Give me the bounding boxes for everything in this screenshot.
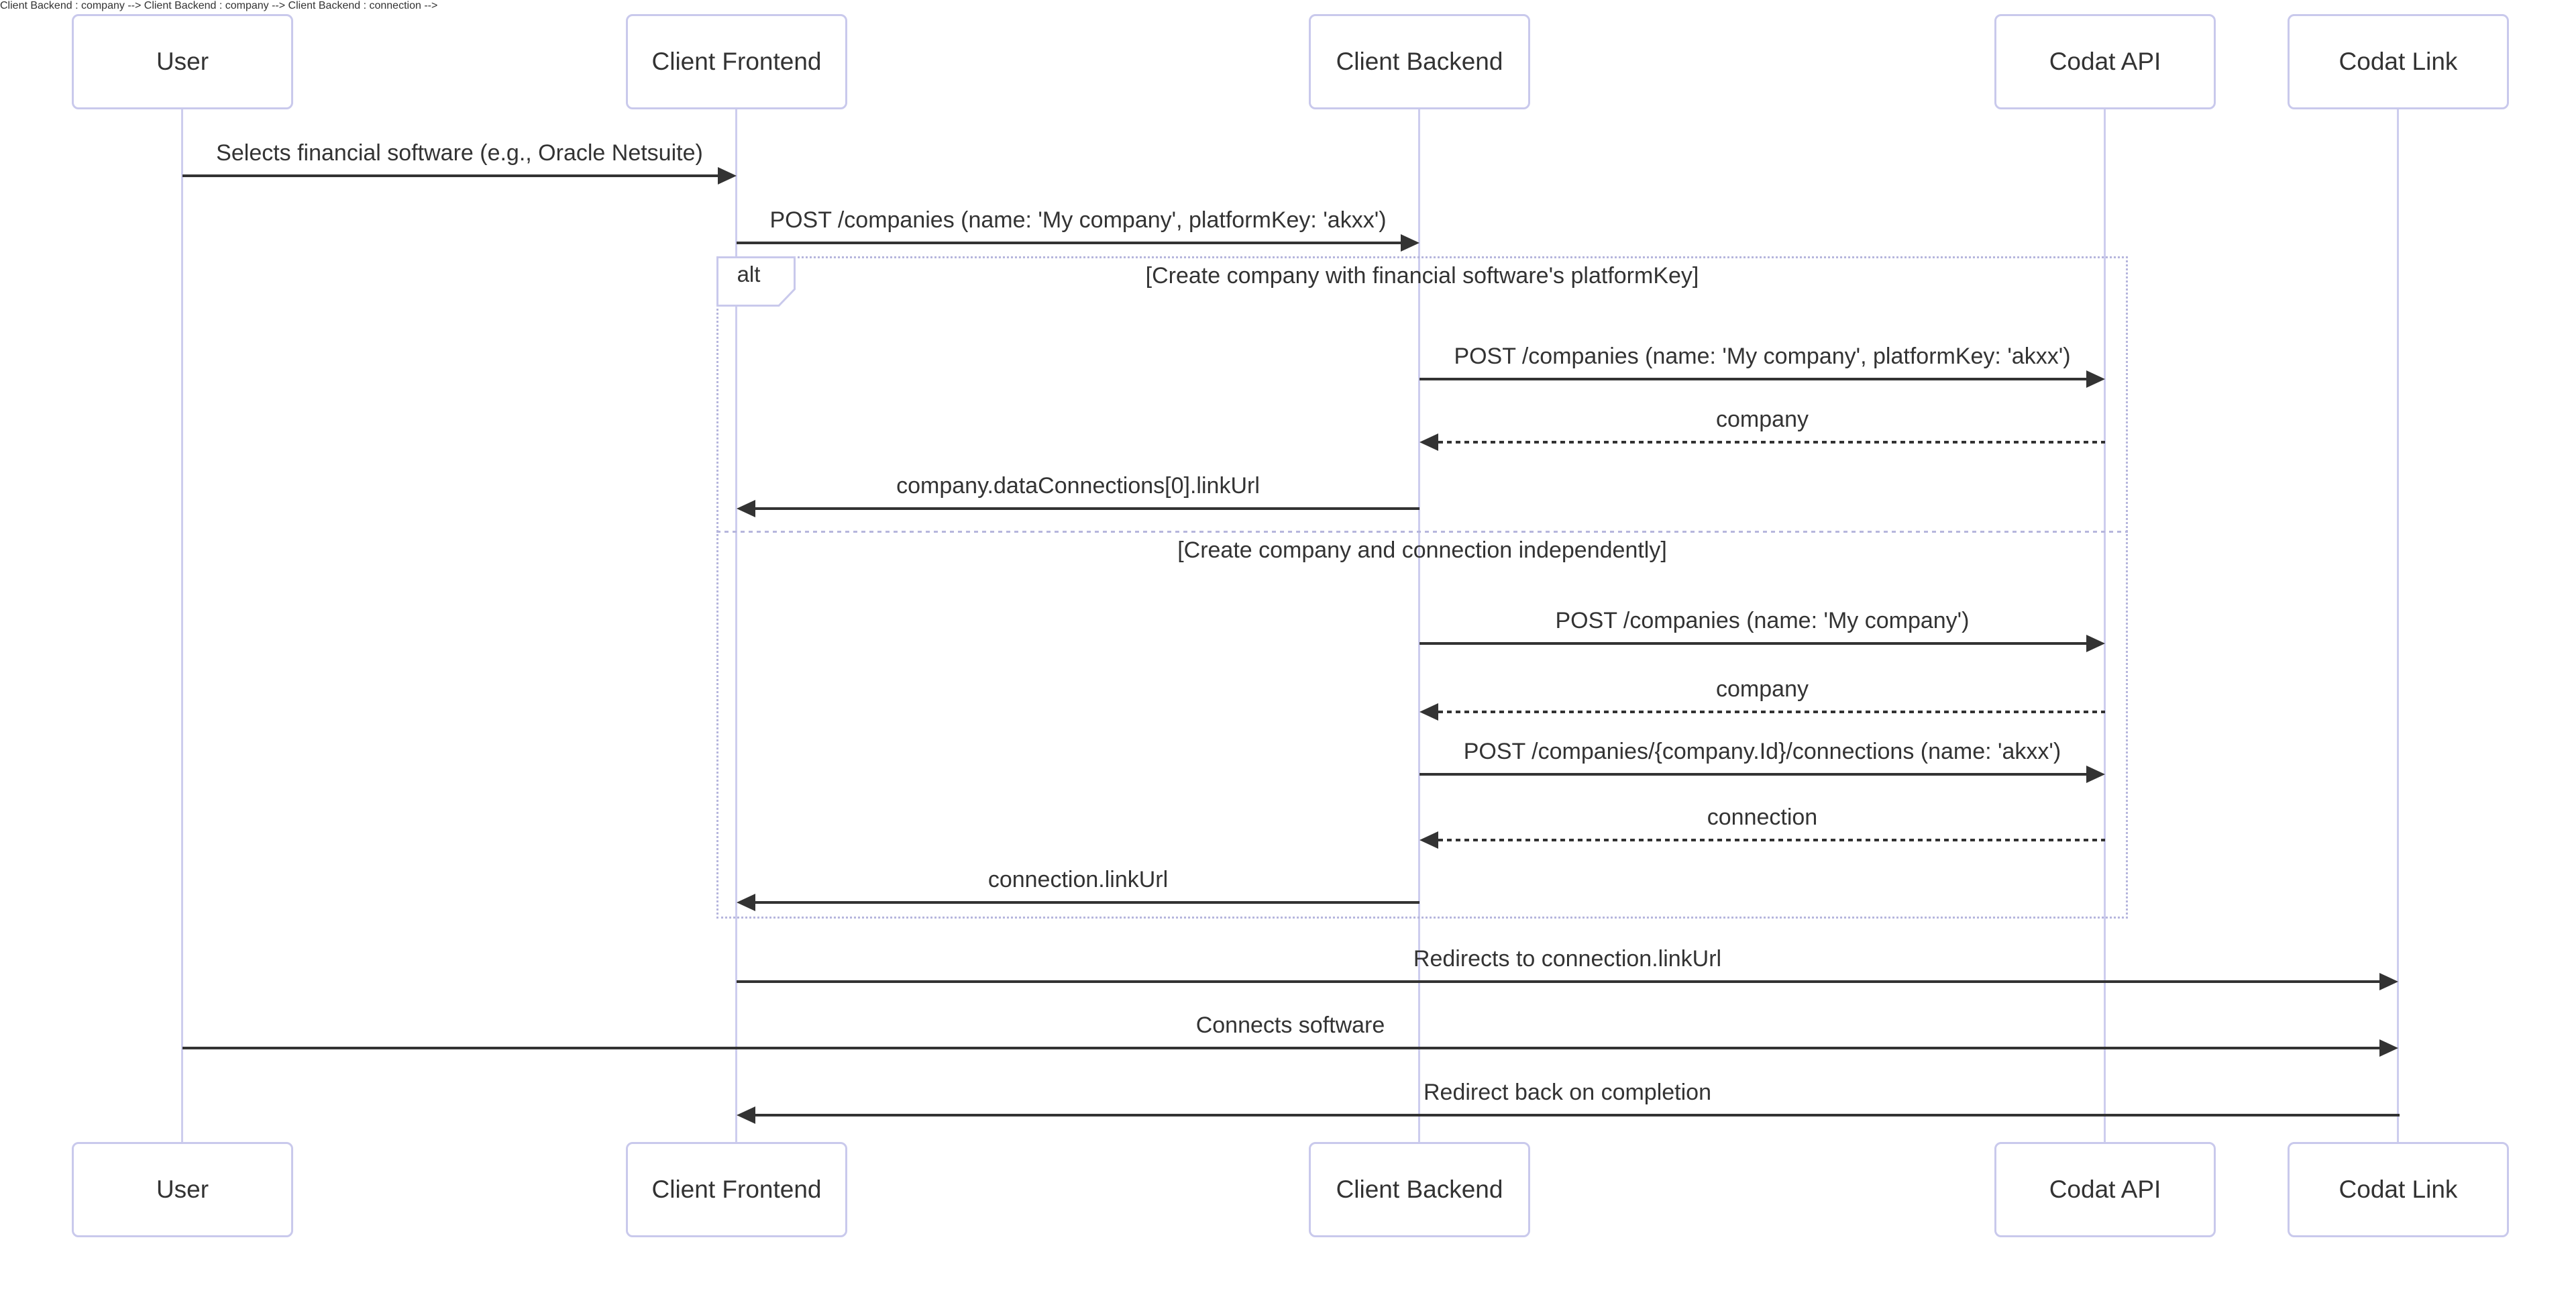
message-arrow-post-companies-platformkey-frontend — [737, 242, 1402, 244]
actor-user-top: User — [72, 14, 293, 109]
message-label-dataconnections-linkurl: company.dataConnections[0].linkUrl — [896, 473, 1260, 499]
actor-label: Codat Link — [2339, 1176, 2458, 1203]
message-arrow-company-return-1 — [1438, 441, 2105, 444]
message-label-post-companies-platformkey-frontend: POST /companies (name: 'My company', pla… — [769, 207, 1387, 233]
arrowhead-right — [2086, 766, 2105, 783]
actor-user-bottom: User — [72, 1142, 293, 1237]
message-label-redirects-to-linkurl: Redirects to connection.linkUrl — [1413, 946, 1722, 972]
lifeline-codat-link — [2397, 109, 2399, 1143]
message-arrow-connection-return — [1438, 839, 2105, 841]
message-arrow-selects-financial-software — [182, 174, 719, 177]
message-arrow-dataconnections-linkurl — [755, 507, 1419, 510]
actor-client-frontend-bottom: Client Frontend — [626, 1142, 847, 1237]
actor-label: User — [156, 1176, 209, 1203]
alt-branch-divider — [716, 531, 2128, 533]
actor-codat-link-top: Codat Link — [2288, 14, 2509, 109]
actor-label: Client Backend — [1336, 1176, 1503, 1203]
lifeline-user — [181, 109, 183, 1143]
message-label-selects-financial-software: Selects financial software (e.g., Oracle… — [216, 140, 703, 166]
actor-codat-api-bottom: Codat API — [1994, 1142, 2216, 1237]
arrowhead-right — [2086, 370, 2105, 388]
actor-label: Codat API — [2049, 48, 2161, 75]
lifeline-codat-api — [2104, 109, 2106, 1143]
message-label-company-return-1: company — [1716, 407, 1809, 432]
arrowhead-left — [737, 894, 755, 911]
alt-operator-label: alt — [737, 262, 761, 287]
message-label-connection-linkurl: connection.linkUrl — [987, 867, 1169, 892]
actor-label: User — [156, 48, 209, 75]
arrowhead-right — [2379, 973, 2398, 990]
arrowhead-right — [2379, 1039, 2398, 1057]
message-label-connection-return: connection — [1707, 804, 1818, 830]
actor-label: Client Backend — [1336, 48, 1503, 75]
actor-client-backend-bottom: Client Backend — [1309, 1142, 1530, 1237]
arrowhead-right — [2086, 635, 2105, 652]
arrowhead-left — [1419, 433, 1438, 451]
message-label-redirect-back: Redirect back on completion — [1423, 1080, 1711, 1105]
actor-label: Codat Link — [2339, 48, 2458, 75]
message-arrow-redirects-to-linkurl — [737, 980, 2381, 983]
message-arrow-post-companies-name-only — [1419, 642, 2088, 645]
actor-client-frontend-top: Client Frontend — [626, 14, 847, 109]
message-label-post-companies-name-only: POST /companies (name: 'My company') — [1555, 608, 1970, 633]
message-label-post-connections: POST /companies/{company.Id}/connections… — [1463, 739, 2061, 764]
arrowhead-left — [1419, 831, 1438, 849]
arrowhead-left — [737, 500, 755, 517]
arrowhead-left — [737, 1106, 755, 1124]
actor-label: Client Frontend — [651, 48, 822, 75]
message-arrow-post-connections — [1419, 773, 2088, 776]
arrowhead-right — [718, 167, 737, 185]
actor-label: Codat API — [2049, 1176, 2161, 1203]
actor-codat-api-top: Codat API — [1994, 14, 2216, 109]
message-arrow-post-companies-platformkey-backend — [1419, 378, 2088, 380]
actor-codat-link-bottom: Codat Link — [2288, 1142, 2509, 1237]
message-arrow-connects-software — [182, 1047, 2381, 1049]
message-arrow-company-return-2 — [1438, 711, 2105, 713]
arrowhead-left — [1419, 703, 1438, 721]
message-label-post-companies-platformkey-backend: POST /companies (name: 'My company', pla… — [1454, 344, 2071, 369]
message-label-company-return-2: company — [1716, 676, 1809, 702]
message-label-connects-software: Connects software — [1195, 1012, 1385, 1038]
actor-label: Client Frontend — [651, 1176, 822, 1203]
alt-condition-1: [Create company with financial software'… — [1145, 263, 1699, 289]
lifeline-client-backend — [1418, 109, 1420, 1143]
alt-operator-badge — [716, 256, 796, 307]
arrowhead-right — [1401, 234, 1419, 252]
actor-client-backend-top: Client Backend — [1309, 14, 1530, 109]
alt-frame — [716, 256, 2128, 919]
message-arrow-redirect-back — [755, 1114, 2400, 1116]
alt-condition-2: [Create company and connection independe… — [1177, 537, 1667, 563]
message-arrow-connection-linkurl — [755, 901, 1419, 904]
lifeline-client-frontend — [735, 109, 737, 1143]
